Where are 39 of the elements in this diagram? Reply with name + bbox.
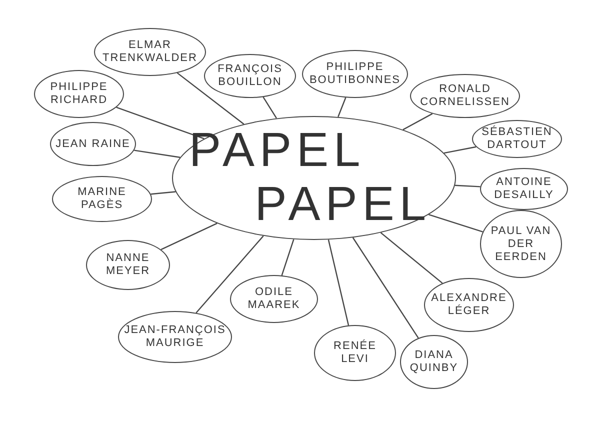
person-name: ALEXANDRE LÉGER: [430, 292, 508, 318]
connector-line: [380, 232, 443, 284]
connector-line: [328, 240, 350, 326]
connector-line: [116, 106, 204, 140]
connector-line: [262, 96, 277, 119]
name-bubble: [204, 54, 296, 98]
connector-line: [150, 191, 176, 195]
connector-line: [281, 239, 294, 276]
title-text: PAPEL: [254, 178, 431, 232]
connector-line: [134, 150, 180, 158]
connector-line: [454, 184, 480, 188]
title-text: PAPEL: [189, 124, 366, 178]
connector-line: [352, 237, 419, 338]
name-bubble: [302, 50, 408, 98]
person-name: JEAN-FRANÇOIS MAURIGE: [123, 324, 227, 350]
name-bubble: [94, 28, 206, 76]
connector-line: [428, 214, 483, 232]
name-bubble: [86, 240, 170, 290]
person-name: RONALD CORNELISSEN: [419, 83, 511, 109]
person-name: PAUL VAN DER EERDEN: [490, 224, 552, 264]
person-name: JEAN RAINE: [54, 138, 132, 150]
person-name: RENÉE LEVI: [332, 340, 378, 366]
connector-line: [196, 236, 264, 314]
connector-line: [160, 222, 218, 250]
person-name: NANNE MEYER: [104, 252, 152, 278]
person-name: ANTOINE DESAILLY: [493, 176, 555, 202]
connector-line: [402, 113, 433, 130]
name-bubble: [34, 70, 124, 118]
person-name: PHILIPPE BOUTIBONNES: [308, 61, 402, 87]
connector-line: [444, 146, 476, 154]
person-name: FRANÇOIS BOUILLON: [216, 63, 284, 89]
person-name: SÉBASTIEN DARTOUT: [480, 126, 554, 152]
connector-line: [176, 72, 244, 125]
person-name: ODILE MAAREK: [246, 286, 302, 312]
person-name: ELMAR TRENKWALDER: [102, 39, 198, 65]
person-name: DIANA QUINBY: [408, 349, 460, 375]
connector-line: [338, 97, 346, 118]
person-name: MARINE PAGÈS: [76, 186, 128, 212]
person-name: PHILIPPE RICHARD: [49, 81, 109, 107]
